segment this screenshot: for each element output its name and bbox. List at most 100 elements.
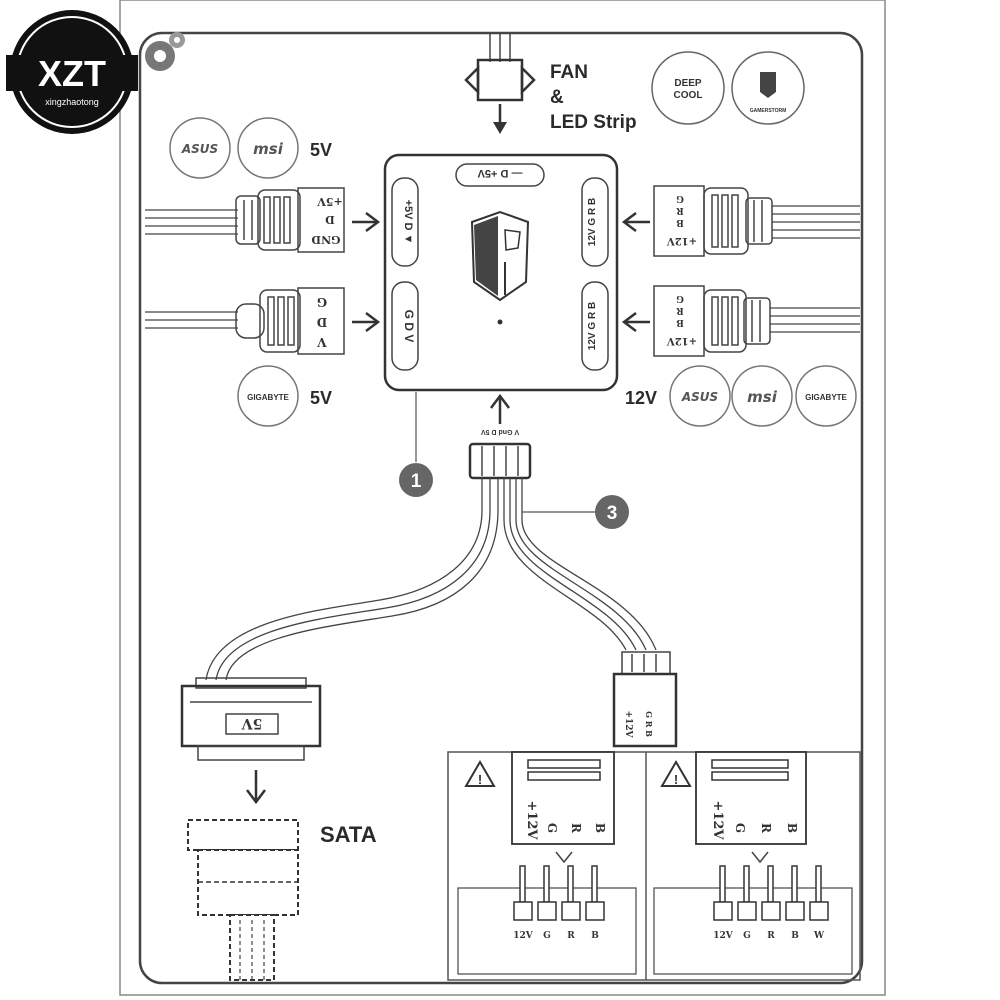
panel-plug-pin: R <box>759 823 773 834</box>
msi-logo-right: msi <box>731 365 793 427</box>
hub-port-right-bottom <box>581 281 609 371</box>
svg-text:COOL: COOL <box>674 90 703 101</box>
hub-port-top <box>455 163 545 187</box>
pin-label: B <box>591 931 599 941</box>
plug-pin-label: +12V <box>667 235 697 246</box>
svg-text:3: 3 <box>607 503 618 524</box>
svg-text:GIGABYTE: GIGABYTE <box>805 393 847 402</box>
voltage-label-top-left: 5V <box>310 140 332 160</box>
svg-text:!: ! <box>478 772 482 787</box>
arrow-left-icon <box>621 312 650 332</box>
plug-pin-label: D <box>317 315 327 329</box>
pin-label: R <box>567 931 575 941</box>
plug-pin-label: +12V <box>667 335 697 346</box>
sata-plug-label: 5V <box>241 715 263 731</box>
hub-emblem-icon <box>470 210 530 302</box>
plug-pin-label: D <box>325 213 335 226</box>
arrow-down-icon <box>555 851 573 864</box>
pin-label: G <box>743 931 751 941</box>
outer-frame <box>119 0 886 996</box>
pin-header-4 <box>513 865 605 921</box>
pin-label: 12V <box>713 931 734 941</box>
sata-connector <box>187 819 299 981</box>
rgb-header-label-bottom: G R B <box>644 711 654 737</box>
panel-plug-pin: B <box>785 823 799 833</box>
hub-port-left-bottom <box>391 281 419 371</box>
xzt-logo: XZT xingzhaotong <box>6 10 138 134</box>
arrow-down-icon <box>493 122 507 134</box>
pin-label: 12V <box>513 931 534 941</box>
warning-icon <box>660 760 692 787</box>
svg-text:!: ! <box>674 772 678 787</box>
panel-right: ! +12V G R B 12V G R B W <box>653 751 853 975</box>
panel-plug-pin: +12V <box>524 800 539 840</box>
logo-band <box>6 55 138 91</box>
svg-text:GAMERSTORM: GAMERSTORM <box>750 108 787 114</box>
plug-pin-label: G <box>676 193 684 203</box>
panel-plug-pin: R <box>569 823 583 834</box>
arrow-right-icon <box>352 312 381 332</box>
pin-header-5 <box>713 865 829 921</box>
y-cable-wires <box>205 478 657 681</box>
fan-label: FAN <box>550 62 588 83</box>
panel-plug-pin: G <box>733 823 747 833</box>
header-panels <box>447 751 861 981</box>
plug-right-bottom: G R B +12V <box>653 285 860 357</box>
pin-label: W <box>813 931 825 941</box>
hub-port-left-top <box>391 177 419 267</box>
pin-label: G <box>543 931 551 941</box>
plug-right-top: G R B +12V <box>653 185 860 257</box>
arrow-right-icon <box>352 212 381 232</box>
sata-label: SATA <box>320 822 377 847</box>
led-strip-label: LED Strip <box>550 112 637 133</box>
plug-left-bottom: G D V <box>145 287 345 355</box>
svg-text:GIGABYTE: GIGABYTE <box>247 393 289 402</box>
arrow-down-icon <box>751 851 769 864</box>
voltage-label-right: 12V <box>625 388 657 408</box>
plug-pin-label: B <box>676 317 684 327</box>
svg-text:msi: msi <box>253 140 284 158</box>
rgb-header-label-top: +12V <box>623 710 633 738</box>
pin-label: B <box>791 931 799 941</box>
svg-text:DEEP: DEEP <box>674 78 702 89</box>
hub-port-left-bottom-label: G D V <box>402 310 416 343</box>
hub-input-connector: V Gnd D 5V <box>468 428 532 480</box>
gamerstorm-logo: GAMERSTORM <box>731 51 805 125</box>
gigabyte-logo-right: GIGABYTE <box>795 365 857 427</box>
svg-text:1: 1 <box>411 471 422 492</box>
panel-plug-pin: G <box>545 823 559 833</box>
hub-port-right-top <box>581 177 609 267</box>
svg-text:msi: msi <box>747 388 778 406</box>
gigabyte-logo-left: GIGABYTE <box>237 365 299 427</box>
plug-pin-label: GND <box>311 233 340 246</box>
plug-pin-label: R <box>676 205 684 215</box>
arrow-left-icon <box>621 212 650 232</box>
plug-left-top: +5V D GND <box>145 187 345 253</box>
plug-pin-label: R <box>676 305 684 315</box>
callout-three: 3 <box>595 495 629 529</box>
voltage-label-bottom-left: 5V <box>310 388 332 408</box>
plug-pin-label: B <box>676 217 684 227</box>
hub-led-dot <box>497 319 503 325</box>
warning-icon <box>464 760 496 787</box>
arrow-up-icon <box>490 393 510 424</box>
callout-one: 1 <box>399 463 433 497</box>
svg-text:ASUS: ASUS <box>181 142 218 156</box>
pin-label: R <box>767 931 775 941</box>
fan-connector <box>464 32 536 134</box>
deepcool-logo: DEEP COOL <box>651 51 725 125</box>
gear-icon <box>145 32 185 71</box>
sata-plug: 5V <box>180 677 322 761</box>
plug-pin-label: V <box>317 335 328 349</box>
plug-pin-label: +5V <box>317 195 343 208</box>
rgb-cable-header: +12V G R B <box>612 651 678 748</box>
inner-frame <box>138 31 864 985</box>
plug-pin-label: G <box>676 293 684 303</box>
asus-logo-top: ASUS <box>169 117 231 179</box>
plug-pin-label: G <box>317 295 327 309</box>
arrow-down-icon <box>246 770 266 805</box>
hub-port-top-label: — D +5V <box>477 167 523 179</box>
panel-plug-pin: +12V <box>710 800 725 840</box>
hub-port-right-top-label: 12V G R B <box>587 198 598 246</box>
